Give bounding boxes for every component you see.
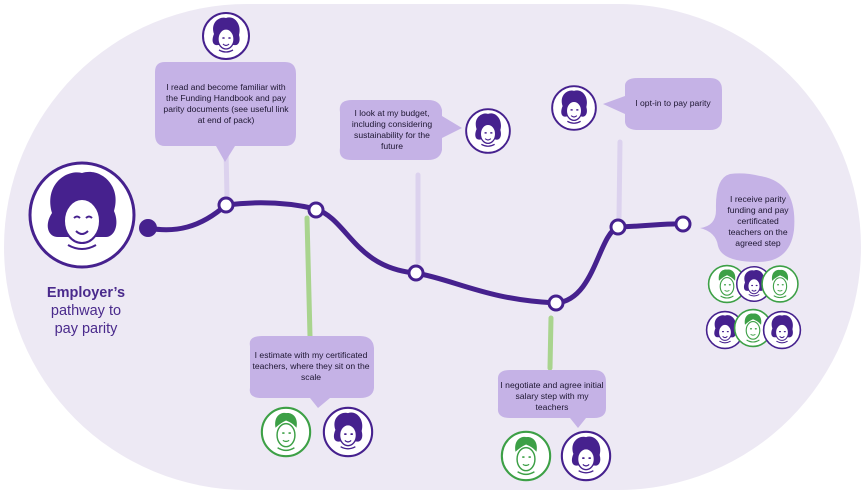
title-line-3: pay parity (54, 321, 118, 337)
diagram-title: Employer’s pathway to pay parity (24, 284, 148, 338)
node-read (217, 196, 235, 214)
connector-lines (223, 139, 623, 371)
bubble-budget-shape (339, 100, 462, 160)
bubble-negotiate-shape (497, 370, 606, 428)
teacher-group-icon (705, 264, 802, 350)
step-read-label: I read and become familiar with the Fund… (163, 82, 289, 125)
bubble-read-shape (155, 62, 296, 162)
bubble-estimate-shape (249, 336, 374, 408)
employer-avatar-icon-optin (551, 85, 597, 131)
node-negotiate (547, 294, 565, 312)
node-optin (609, 218, 627, 236)
pathway-nodes (217, 196, 692, 312)
employer-avatar-icon-read (202, 12, 250, 60)
step-estimate-label: I estimate with my certificated teachers… (252, 350, 370, 382)
bubble-negotiate-text: I negotiate and agree initial salary ste… (500, 380, 604, 413)
pathway-start-dot (139, 219, 157, 237)
node-budget (407, 264, 425, 282)
employer-avatar-icon-budget (465, 108, 511, 154)
title-bold: Employer’s (46, 285, 126, 301)
employer-avatar-icon-estimate (322, 406, 374, 458)
bubble-read-text: I read and become familiar with the Fund… (160, 82, 292, 126)
bubble-budget-text: I look at my budget, including consideri… (346, 108, 438, 152)
bubble-optin-text: I opt-in to pay parity (628, 98, 718, 109)
employer-avatar-icon (28, 161, 136, 269)
teacher-avatar-icon-negotiate (500, 430, 552, 482)
bubble-estimate-text: I estimate with my certificated teachers… (252, 350, 370, 383)
step-optin-label: I opt-in to pay parity (635, 98, 711, 108)
node-receive (674, 215, 692, 233)
step-budget-label: I look at my budget, including consideri… (351, 108, 433, 151)
title-line-2: pathway to (50, 303, 122, 319)
bubble-receive-text: I receive parity funding and pay certifi… (722, 194, 794, 249)
node-estimate (307, 201, 325, 219)
employer-avatar-icon-negotiate (560, 430, 612, 482)
bubble-receive-shape (700, 173, 795, 262)
step-negotiate-label: I negotiate and agree initial salary ste… (500, 380, 604, 412)
bubble-optin-shape (603, 78, 722, 130)
teacher-avatar-icon-estimate (260, 406, 312, 458)
step-receive-label: I receive parity funding and pay certifi… (727, 194, 789, 248)
